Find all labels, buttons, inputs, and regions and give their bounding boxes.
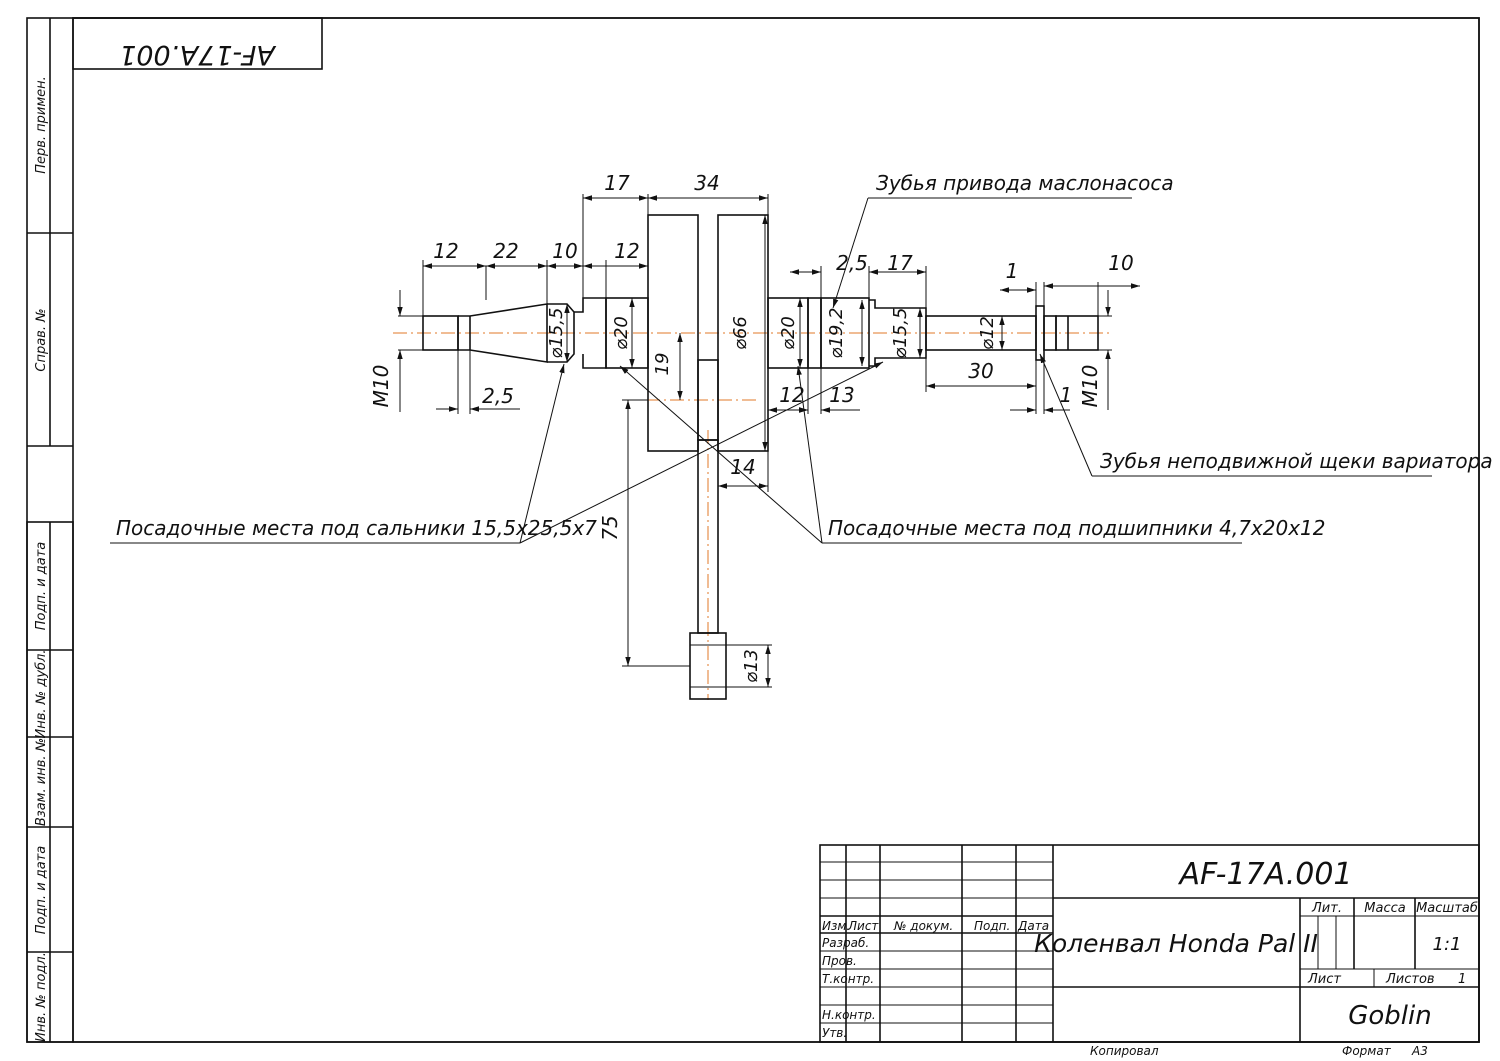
- tb-row-prov: Пров.: [822, 954, 857, 968]
- tb-scale-value: 1:1: [1433, 934, 1462, 955]
- tb-drawing-title: Коленвал Honda Pal II: [1034, 929, 1318, 958]
- dim-17-left: 17: [604, 171, 630, 195]
- tb-drawing-code: AF-17A.001: [1177, 857, 1352, 892]
- dim-phi-66: ⌀66: [730, 316, 751, 350]
- dim-phi-19-2: ⌀19,2: [826, 308, 847, 359]
- dim-12-second: 12: [614, 239, 639, 263]
- title-block: Изм. Лист № докум. Подп. Дата Разраб. Пр…: [819, 844, 1480, 1043]
- dim-m10-left: M10: [369, 365, 393, 408]
- code-box-top-text: AF-17A.001: [119, 39, 277, 70]
- tb-row-razrab: Разраб.: [822, 936, 869, 950]
- tb-sheet-label: Лист: [1307, 972, 1341, 987]
- dim-13: 13: [829, 383, 854, 407]
- code-box-top: [72, 17, 323, 70]
- strip-label-vzam-inv: Взам. инв. №: [34, 738, 49, 826]
- dim-phi-20-right: ⌀20: [778, 316, 799, 350]
- dim-14: 14: [730, 455, 755, 479]
- dim-10-left: 10: [552, 239, 577, 263]
- dim-phi-13: ⌀13: [741, 649, 762, 683]
- strip-label-inv-podl: Инв. № подл.: [34, 952, 49, 1042]
- tb-col-izm: Изм.: [822, 919, 850, 933]
- tb-mass-label: Масса: [1364, 901, 1405, 916]
- dim-phi-12: ⌀12: [977, 316, 998, 350]
- left-cheek: [647, 214, 699, 452]
- tb-org: Goblin: [1348, 1001, 1431, 1031]
- strip-label-inv-dubl: Инв. № дубл.: [34, 650, 49, 739]
- dim-m10-right: M10: [1078, 365, 1102, 408]
- tb-lit-label: Лит.: [1311, 901, 1342, 916]
- dim-1-bottom: 1: [1060, 383, 1073, 407]
- tb-row-tkontr: Т.контр.: [822, 972, 874, 986]
- tb-sheets-value: 1: [1458, 972, 1466, 987]
- dim-phi-15-5-left: ⌀15,5: [546, 308, 567, 359]
- strip-label-podp-data-2: Подп. и дата: [34, 846, 49, 935]
- tb-sheets-label: Листов: [1385, 972, 1435, 987]
- tb-scale-label: Масштаб: [1416, 901, 1478, 916]
- footer-format-label: Формат: [1342, 1044, 1392, 1058]
- tb-col-podp: Подп.: [974, 919, 1010, 933]
- dim-30: 30: [968, 359, 993, 383]
- dim-phi-20-left: ⌀20: [611, 316, 632, 350]
- note-seal-seats: Посадочные места под сальники 15,5x25,5x…: [116, 516, 597, 540]
- strip-label-perv-primen: Перв. примен.: [34, 76, 49, 174]
- tb-col-doc-no: № докум.: [893, 919, 953, 933]
- note-oil-pump-teeth: Зубья привода маслонасоса: [876, 171, 1174, 195]
- tb-row-nkontr: Н.контр.: [822, 1008, 876, 1022]
- dim-75: 75: [598, 515, 622, 540]
- left-strip: Перв. примен. Справ. № Подп. и дата Инв.…: [26, 18, 74, 1043]
- dim-2-5-top: 2,5: [836, 251, 868, 275]
- dim-phi-15-5-right: ⌀15,5: [890, 308, 911, 359]
- tb-row-utv: Утв.: [822, 1026, 847, 1040]
- dim-12-bearing: 12: [779, 383, 804, 407]
- tb-col-list: Лист: [847, 919, 879, 933]
- crankshaft-drawing: 12 22 10 12 17 34 2,5 17 1 10 M10 M10 2,…: [110, 171, 1493, 700]
- note-variator-teeth: Зубья неподвижной щеки вариатора: [1100, 449, 1493, 473]
- dim-12-left: 12: [433, 239, 458, 263]
- tb-col-data: Дата: [1017, 919, 1049, 933]
- footer-copied: Копировал: [1090, 1044, 1159, 1058]
- dim-2-5-bottom: 2,5: [482, 384, 514, 408]
- dim-22: 22: [493, 239, 518, 263]
- note-bearing-seats: Посадочные места под подшипники 4,7x20x1…: [828, 516, 1326, 540]
- dim-34: 34: [694, 171, 719, 195]
- dim-1-top: 1: [1006, 259, 1019, 283]
- dim-17-right: 17: [887, 251, 913, 275]
- strip-label-podp-data-1: Подп. и дата: [34, 542, 49, 631]
- dim-19: 19: [652, 353, 673, 376]
- strip-label-sprav-no: Справ. №: [34, 308, 49, 371]
- dim-10-right: 10: [1108, 251, 1133, 275]
- footer-format-value: A3: [1411, 1044, 1428, 1058]
